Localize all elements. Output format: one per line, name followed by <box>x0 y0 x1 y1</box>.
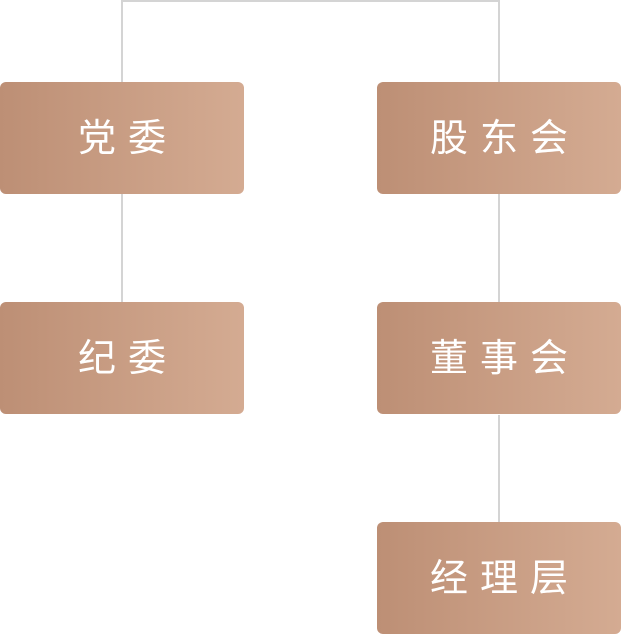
node-board-of-directors: 董事会 <box>377 302 621 414</box>
connector-party-to-discipline <box>121 194 123 302</box>
node-discipline-committee: 纪委 <box>0 302 244 414</box>
node-label: 经理层 <box>429 556 580 600</box>
connector-shareholders-to-board <box>498 194 500 302</box>
connector-board-to-management <box>498 415 500 522</box>
node-label: 党委 <box>77 116 178 160</box>
node-shareholders-meeting: 股东会 <box>377 82 621 194</box>
connector-top-left-vertical <box>121 0 123 82</box>
connector-top-horizontal <box>121 0 500 2</box>
node-party-committee: 党委 <box>0 82 244 194</box>
node-label: 纪委 <box>77 336 178 380</box>
connector-top-right-vertical <box>498 0 500 82</box>
node-label: 董事会 <box>429 336 580 380</box>
node-label: 股东会 <box>429 116 580 160</box>
node-management: 经理层 <box>377 522 621 634</box>
